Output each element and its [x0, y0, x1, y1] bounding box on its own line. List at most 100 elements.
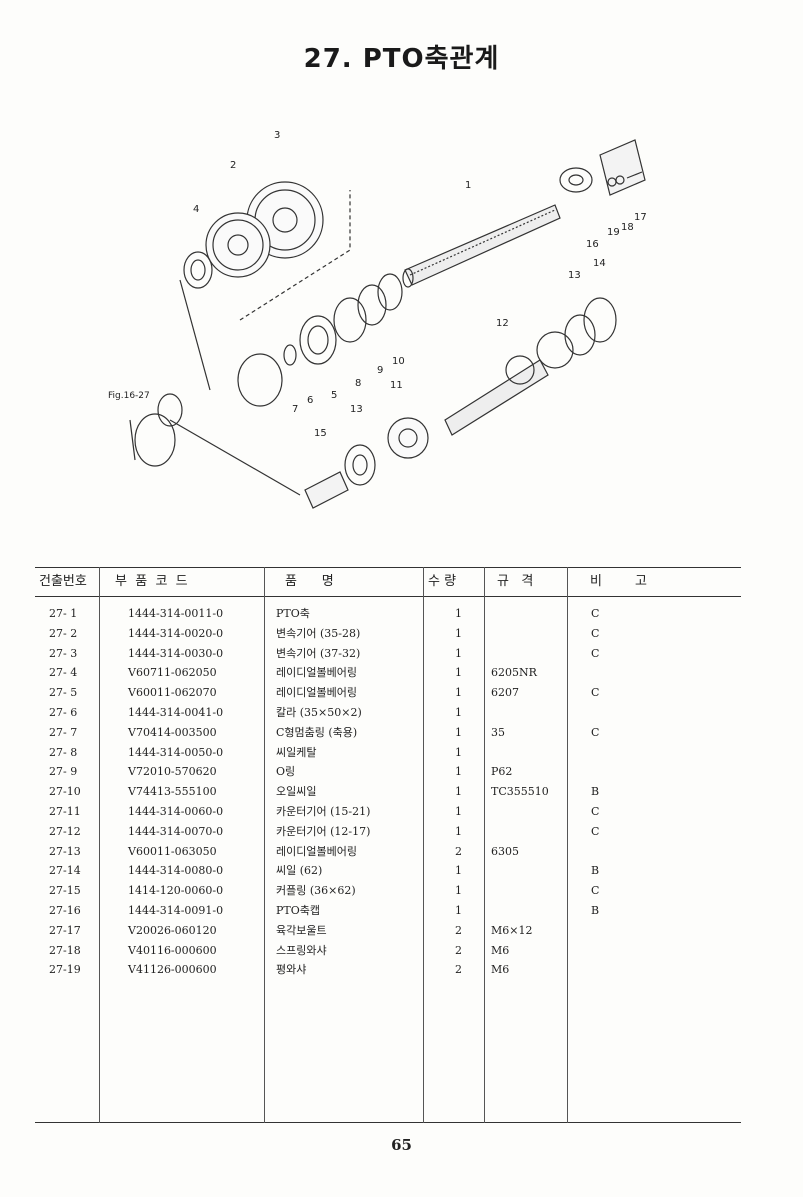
- callout-13a: 13: [568, 270, 581, 281]
- cell-no: 27- 4: [49, 666, 78, 680]
- cell-name: 변속기어 (35-28): [276, 626, 361, 640]
- cell-note: C: [591, 626, 600, 640]
- callout-2: 2: [230, 160, 236, 171]
- callout-1: 1: [465, 180, 471, 191]
- callout-7: 7: [292, 404, 298, 415]
- cell-code: 1444-314-0091-0: [128, 904, 224, 917]
- cell-code: 1444-314-0070-0: [128, 824, 224, 838]
- callout-8: 8: [355, 378, 361, 389]
- cell-qty: 2: [455, 844, 462, 858]
- cell-qty: 1: [455, 884, 462, 898]
- cell-name: PTO축: [276, 607, 310, 620]
- cell-code: V60011-063050: [128, 844, 217, 858]
- cell-no: 27-11: [49, 805, 81, 818]
- cell-spec: 6205NR: [491, 666, 537, 680]
- cell-qty: 1: [455, 904, 462, 917]
- table-bottom-rule: [35, 1122, 741, 1123]
- cell-spec: M6: [491, 943, 510, 957]
- cell-qty: 1: [455, 626, 462, 640]
- cell-no: 27-10: [49, 785, 81, 799]
- callout-6: 6: [307, 395, 313, 406]
- cell-qty: 1: [455, 686, 462, 700]
- column-divider: [567, 567, 568, 1123]
- callout-5: 5: [331, 390, 337, 401]
- callout-13b: 13: [350, 404, 363, 415]
- cell-code: 1414-120-0060-0: [128, 884, 224, 898]
- cell-name: 칼라 (35×50×2): [276, 706, 362, 719]
- cell-qty: 1: [455, 765, 462, 779]
- cell-no: 27- 2: [49, 626, 78, 640]
- callout-19: 19: [607, 227, 620, 238]
- cell-code: V60711-062050: [128, 666, 217, 680]
- cell-note: B: [591, 785, 600, 799]
- cell-code: V41126-000600: [128, 963, 217, 977]
- cell-no: 27-16: [49, 904, 81, 917]
- cell-name: 씨일 (62): [276, 864, 323, 878]
- callout-3: 3: [274, 130, 280, 141]
- cell-no: 27- 8: [49, 745, 78, 759]
- cell-name: 레이디얼볼베어링: [276, 844, 357, 858]
- cell-qty: 1: [455, 745, 462, 759]
- cell-qty: 1: [455, 805, 462, 818]
- cell-code: 1444-314-0020-0: [128, 626, 224, 640]
- table-row: 27- 8 1444-314-0050-0 씨일케탈 1: [35, 743, 741, 763]
- cell-name: 레이디얼볼베어링: [276, 666, 357, 680]
- cell-no: 27- 7: [49, 725, 78, 739]
- callout-11: 11: [390, 380, 403, 391]
- cell-code: 1444-314-0060-0: [128, 805, 224, 818]
- cell-name: 커플링 (36×62): [276, 884, 356, 898]
- cell-note: C: [591, 607, 600, 620]
- cell-qty: 1: [455, 666, 462, 680]
- cell-no: 27-15: [49, 884, 81, 898]
- cell-note: B: [591, 904, 600, 917]
- cell-code: 1444-314-0050-0: [128, 745, 224, 759]
- cell-no: 27-17: [49, 923, 81, 937]
- table-header-rule: [35, 596, 741, 597]
- cell-note: C: [591, 646, 600, 660]
- callout-4: 4: [193, 204, 199, 215]
- cell-code: 1444-314-0080-0: [128, 864, 224, 878]
- cell-qty: 1: [455, 725, 462, 739]
- cell-qty: 2: [455, 923, 462, 937]
- cell-code: V72010-570620: [128, 765, 217, 779]
- cell-qty: 1: [455, 607, 462, 620]
- cell-note: B: [591, 864, 600, 878]
- table-header: 건출번호 부 품 코 드 품 명 수 량 규 격 비 고: [35, 567, 741, 597]
- cell-code: V74413-555100: [128, 785, 217, 799]
- cell-spec: 6207: [491, 686, 519, 700]
- cell-qty: 2: [455, 943, 462, 957]
- column-divider: [423, 567, 424, 1123]
- cell-no: 27-19: [49, 963, 81, 977]
- table-row: 27- 4 V60711-062050 레이디얼볼베어링 1 6205NR: [35, 663, 741, 683]
- cell-name: 카운터기어 (12-17): [276, 824, 371, 838]
- header-item-no: 건출번호: [39, 574, 87, 589]
- callout-9: 9: [377, 365, 383, 376]
- column-divider: [264, 567, 265, 1123]
- cell-name: 카운터기어 (15-21): [276, 805, 371, 818]
- cell-no: 27-13: [49, 844, 81, 858]
- cell-name: 스프링와샤: [276, 943, 327, 957]
- cell-name: 육각보울트: [276, 923, 327, 937]
- cell-name: 오일씨일: [276, 785, 317, 799]
- header-part-code: 부 품 코 드: [115, 574, 188, 589]
- cell-name: 평와샤: [276, 963, 307, 977]
- exploded-parts-diagram: 1 2 3 4 5 6 7 8 9 10 11 12 13 13 14 15 1…: [108, 130, 647, 509]
- cell-name: 씨일케탈: [276, 745, 317, 759]
- cell-code: V70414-003500: [128, 725, 217, 739]
- cell-note: C: [591, 686, 600, 700]
- cell-qty: 2: [455, 963, 462, 977]
- cell-code: 1444-314-0011-0: [128, 607, 224, 620]
- cell-spec: M6×12: [491, 923, 533, 937]
- cell-no: 27-18: [49, 943, 81, 957]
- column-divider: [99, 567, 100, 1123]
- cell-code: V20026-060120: [128, 923, 217, 937]
- column-divider: [484, 567, 485, 1123]
- cell-name: 레이디얼볼베어링: [276, 686, 357, 700]
